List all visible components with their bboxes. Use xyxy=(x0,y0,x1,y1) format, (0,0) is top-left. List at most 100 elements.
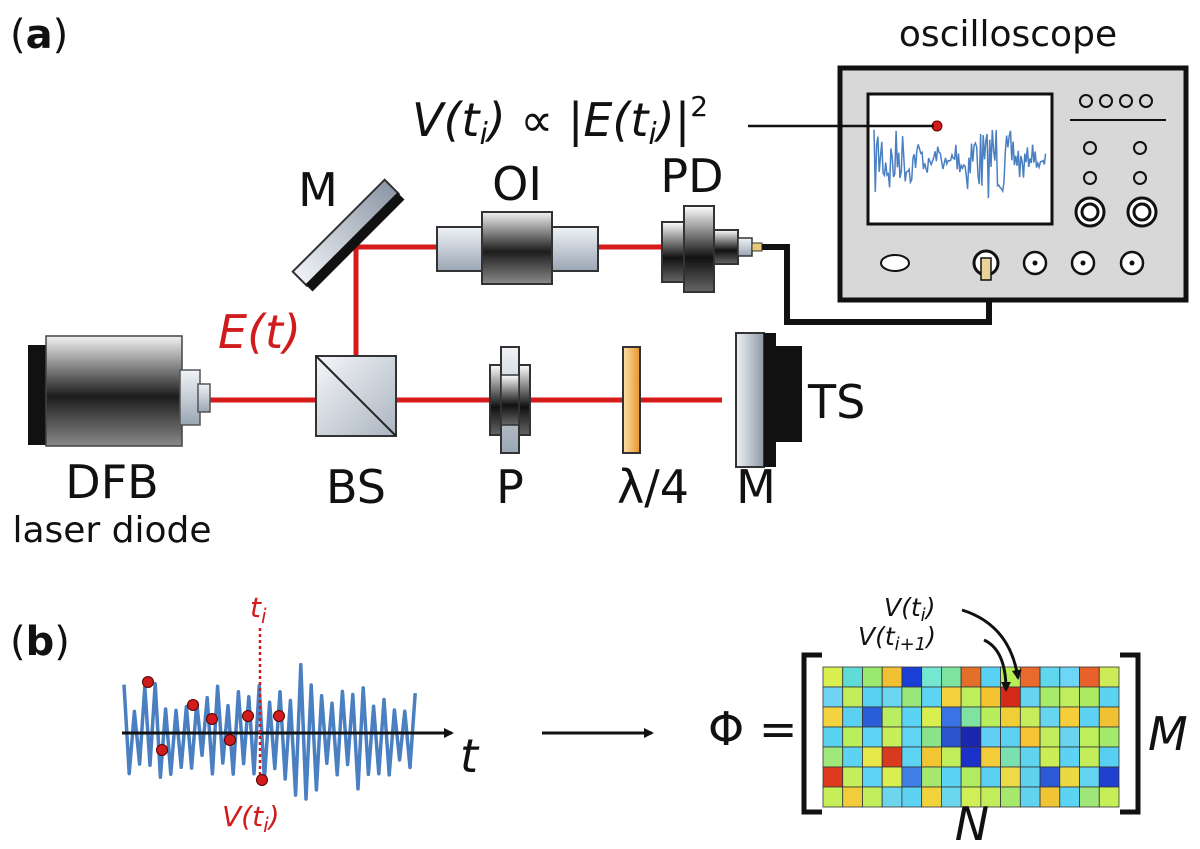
matrix-cell xyxy=(1079,666,1100,688)
bs-label: BS xyxy=(326,460,386,514)
matrix-cell xyxy=(881,726,903,748)
matrix-cell xyxy=(941,686,962,708)
matrix-cell xyxy=(921,726,942,748)
matrix-cell xyxy=(1098,766,1120,788)
matrix-cell xyxy=(1059,686,1080,708)
matrix-cell xyxy=(822,666,844,688)
matrix-cell xyxy=(980,706,1001,728)
matrix-cell xyxy=(901,726,923,748)
sample-time-label: ti xyxy=(250,591,267,628)
matrix-cell xyxy=(842,766,863,788)
matrix-cell xyxy=(862,666,883,688)
matrix-cell xyxy=(1019,746,1041,768)
end-mirror-label: M xyxy=(736,460,776,514)
matrix-cell xyxy=(822,746,844,768)
matrix-cell xyxy=(1098,726,1120,748)
matrix-cell xyxy=(1098,686,1120,708)
oscilloscope-trace xyxy=(873,129,1047,199)
matrix-cell xyxy=(941,726,962,748)
end-mirror xyxy=(735,332,776,468)
matrix-cell xyxy=(1098,786,1120,808)
pd-label: PD xyxy=(660,149,723,203)
signal-cable xyxy=(762,244,992,325)
matrix-cell xyxy=(1019,766,1041,788)
matrix-cell xyxy=(1039,706,1061,728)
matrix-cell xyxy=(980,746,1001,768)
oscilloscope-label: oscilloscope xyxy=(899,14,1117,55)
matrix-cell xyxy=(822,786,844,808)
translation-stage xyxy=(776,346,802,442)
matrix-cell xyxy=(1059,666,1080,688)
scope-small-knobs xyxy=(1083,141,1147,185)
isolator-label: OI xyxy=(492,157,542,211)
sample-point-2 xyxy=(156,744,168,756)
matrix-cell xyxy=(980,726,1001,748)
matrix-cell xyxy=(1000,726,1021,748)
matrix-cell xyxy=(881,786,903,808)
matrix-cell xyxy=(941,666,962,688)
sample-point-8 xyxy=(273,710,285,722)
panel-a: (a) DFB laser diode BS E(t) M xyxy=(10,12,1189,551)
matrix-cell xyxy=(980,766,1001,788)
panel-a-label: (a) xyxy=(10,12,68,58)
matrix-cell xyxy=(881,686,903,708)
matrix-cell xyxy=(901,666,923,688)
matrix-cell xyxy=(941,706,962,728)
matrix-cell xyxy=(1000,706,1021,728)
photodiode xyxy=(661,205,763,293)
quarter-wave-plate xyxy=(622,346,641,454)
matrix-cell xyxy=(960,726,982,748)
measurement-matrix xyxy=(822,666,1120,808)
matrix-cell xyxy=(980,686,1001,708)
scope-large-knobs xyxy=(1074,196,1158,228)
matrix-cell xyxy=(1098,746,1120,768)
matrix-cell xyxy=(862,706,883,728)
optical-isolator xyxy=(436,211,599,285)
matrix-cell xyxy=(941,746,962,768)
matrix-cell xyxy=(1039,766,1061,788)
matrix-cell xyxy=(921,706,942,728)
matrix-cell xyxy=(1019,786,1041,808)
matrix-cell xyxy=(842,666,863,688)
matrix-rows-label: M xyxy=(1148,707,1188,761)
matrix-cols-label: N xyxy=(955,797,989,849)
matrix-cell xyxy=(1039,666,1061,688)
scope-power-button xyxy=(880,254,910,272)
sample-point-3 xyxy=(187,699,199,711)
matrix-cell xyxy=(1079,766,1100,788)
matrix-cell xyxy=(921,766,942,788)
matrix-cell xyxy=(960,766,982,788)
matrix-cell xyxy=(1000,786,1021,808)
sample-point-5 xyxy=(224,734,236,746)
matrix-cell xyxy=(1059,746,1080,768)
matrix-cell xyxy=(1039,686,1061,708)
matrix-symbol: Φ = xyxy=(708,702,797,756)
matrix-cell xyxy=(862,786,883,808)
dfb-laser-diode xyxy=(28,335,211,447)
matrix-cell xyxy=(1079,706,1100,728)
panel-b: (b) t ti V(ti) Φ = M N V(ti) V(ti+1) xyxy=(10,591,1188,849)
sample-value-label: V(ti) xyxy=(222,800,280,837)
matrix-cell xyxy=(862,686,883,708)
matrix-cell xyxy=(1079,686,1100,708)
matrix-cell xyxy=(1000,766,1021,788)
matrix-cell xyxy=(921,686,942,708)
matrix-cell xyxy=(1079,786,1100,808)
sampled-signal-trace xyxy=(122,662,417,801)
matrix-cell xyxy=(1059,726,1080,748)
scope-input-connectors xyxy=(972,249,1145,281)
matrix-cell xyxy=(1019,686,1041,708)
sample-point-1 xyxy=(142,676,154,688)
matrix-cell xyxy=(1098,666,1120,688)
matrix-cell xyxy=(1059,706,1080,728)
mirror-top-label: M xyxy=(298,163,338,217)
matrix-cell xyxy=(1098,706,1120,728)
matrix-cell xyxy=(921,786,942,808)
matrix-left-bracket xyxy=(801,652,822,815)
matrix-cell xyxy=(960,666,982,688)
annotation-arrow-2 xyxy=(983,638,1011,692)
matrix-cell xyxy=(1019,726,1041,748)
annotation-arrow-1 xyxy=(961,608,1022,680)
matrix-cell xyxy=(960,686,982,708)
